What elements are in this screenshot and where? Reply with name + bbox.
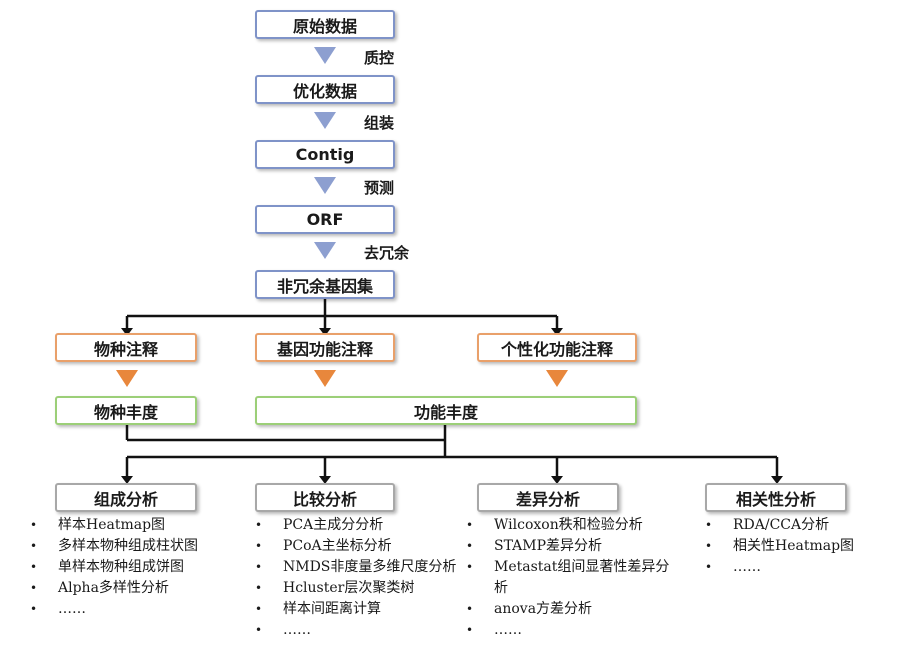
optimized-data-label: 优化数据 [292, 81, 357, 101]
orf-node: ORF [255, 205, 395, 234]
down-arrow-icon [314, 177, 336, 194]
arrowhead-gene-annotation [319, 328, 331, 336]
list-item: Hcluster层次聚类树 [255, 578, 465, 599]
list-item: Alpha多样性分析 [30, 578, 240, 599]
down-arrow-icon [314, 112, 336, 129]
correlation-analysis-list: RDA/CCA分析 相关性Heatmap图 …… [705, 515, 890, 578]
prediction-step-label: 预测 [364, 179, 395, 197]
list-item: anova方差分析 [466, 599, 681, 620]
species-abundance-node: 物种丰度 [55, 396, 197, 425]
correlation-analysis-node: 相关性分析 [705, 483, 847, 512]
list-item: 样本间距离计算 [255, 599, 465, 620]
arrowhead-species-annotation [121, 328, 133, 336]
list-item: RDA/CCA分析 [705, 515, 890, 536]
composition-analysis-node: 组成分析 [55, 483, 197, 512]
arrowhead-composition [121, 476, 133, 484]
list-item: …… [705, 557, 890, 578]
list-item: …… [466, 620, 681, 641]
orf-label: ORF [306, 210, 344, 229]
function-abundance-node: 功能丰度 [255, 396, 637, 425]
nonredundant-gene-set-node: 非冗余基因集 [255, 270, 395, 299]
difference-analysis-list: Wilcoxon秩和检验分析 STAMP差异分析 Metastat组间显著性差异… [466, 515, 681, 641]
gene-function-annotation-label: 基因功能注释 [276, 339, 373, 359]
dedup-step-label: 去冗余 [364, 244, 410, 262]
arrowhead-comparison [319, 476, 331, 484]
personalized-annotation-node: 个性化功能注释 [477, 333, 637, 362]
species-abundance-label: 物种丰度 [93, 402, 158, 422]
list-item: 相关性Heatmap图 [705, 536, 890, 557]
contig-label: Contig [295, 145, 355, 164]
comparison-analysis-node: 比较分析 [255, 483, 395, 512]
down-arrow-icon [116, 370, 138, 387]
arrowhead-personalized-annotation [551, 328, 563, 336]
raw-data-node: 原始数据 [255, 10, 395, 39]
list-item: Wilcoxon秩和检验分析 [466, 515, 681, 536]
personalized-annotation-label: 个性化功能注释 [500, 339, 613, 359]
comparison-analysis-list: PCA主成分分析 PCoA主坐标分析 NMDS非度量多维尺度分析 Hcluste… [255, 515, 465, 641]
correlation-analysis-title: 相关性分析 [735, 489, 816, 509]
difference-analysis-node: 差异分析 [477, 483, 619, 512]
nonredundant-gene-set-label: 非冗余基因集 [276, 276, 373, 296]
list-item: 单样本物种组成饼图 [30, 557, 240, 578]
composition-analysis-list: 样本Heatmap图 多样本物种组成柱状图 单样本物种组成饼图 Alpha多样性… [30, 515, 240, 620]
gene-function-annotation-node: 基因功能注释 [255, 333, 395, 362]
down-arrow-icon [546, 370, 568, 387]
down-arrow-icon [314, 47, 336, 64]
species-annotation-label: 物种注释 [93, 339, 158, 359]
list-item: …… [30, 599, 240, 620]
arrowhead-difference [551, 476, 563, 484]
difference-analysis-title: 差异分析 [515, 489, 580, 509]
qc-step-label: 质控 [364, 49, 395, 67]
optimized-data-node: 优化数据 [255, 75, 395, 104]
function-abundance-label: 功能丰度 [413, 402, 478, 422]
list-item: 多样本物种组成柱状图 [30, 536, 240, 557]
down-arrow-icon [314, 370, 336, 387]
comparison-analysis-title: 比较分析 [292, 489, 357, 509]
list-item: NMDS非度量多维尺度分析 [255, 557, 465, 578]
assembly-step-label: 组装 [364, 114, 395, 132]
list-item: PCA主成分分析 [255, 515, 465, 536]
list-item: PCoA主坐标分析 [255, 536, 465, 557]
arrowhead-correlation [771, 476, 783, 484]
species-annotation-node: 物种注释 [55, 333, 197, 362]
raw-data-label: 原始数据 [292, 16, 357, 36]
list-item: STAMP差异分析 [466, 536, 681, 557]
contig-node: Contig [255, 140, 395, 169]
down-arrow-icon [314, 242, 336, 259]
composition-analysis-title: 组成分析 [93, 489, 158, 509]
list-item: …… [255, 620, 465, 641]
list-item: Metastat组间显著性差异分析 [466, 557, 681, 599]
list-item: 样本Heatmap图 [30, 515, 240, 536]
